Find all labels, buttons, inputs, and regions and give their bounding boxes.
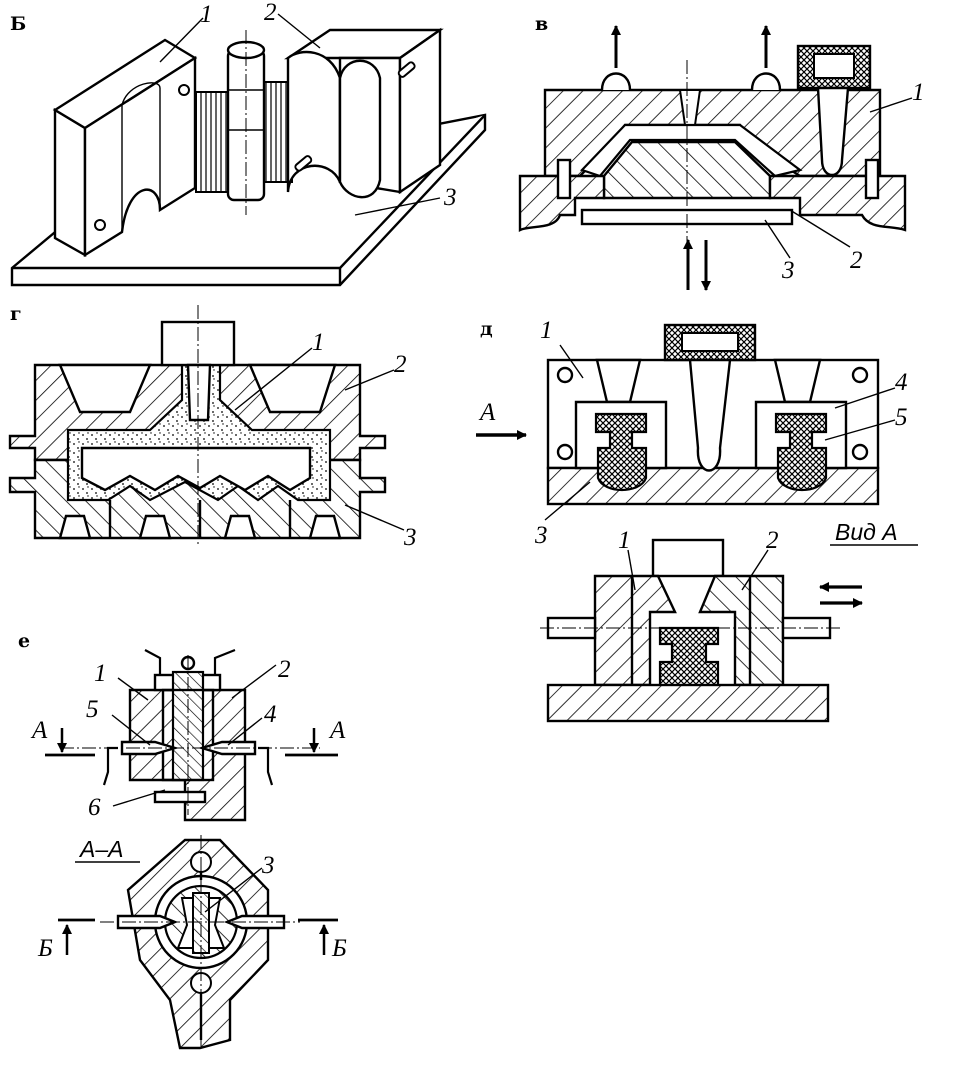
section-mark-a-left: А (30, 717, 48, 744)
panel-g-letter: г (10, 303, 22, 325)
leader-e3 (204, 867, 263, 913)
leader-b2 (277, 13, 321, 49)
section-mark-a-right: А (328, 717, 346, 744)
label-d-5: 5 (895, 404, 908, 431)
leader-b1 (159, 17, 204, 63)
label-e-4: 4 (264, 701, 277, 728)
panel-e: е А А 1 2 5 4 6 А–А (18, 630, 347, 1050)
section-title-aa: А–А (78, 836, 123, 862)
view-top-block (651, 538, 725, 578)
label-b-2: 2 (264, 0, 277, 26)
panel-g: г 1 2 3 (8, 303, 417, 551)
arrow-label-a: А (478, 399, 496, 426)
guide-pin-left (556, 158, 572, 200)
leader-d5 (824, 419, 896, 441)
mold-half-2 (284, 27, 444, 199)
panel-d: д А 1 4 5 3 Вид А (476, 317, 918, 723)
sprue-pin (816, 86, 850, 177)
label-e-2: 2 (278, 656, 291, 683)
casting-cavity-g (80, 446, 312, 492)
leader-v2 (789, 209, 851, 248)
view-base (546, 683, 830, 723)
label-e-3: 3 (261, 852, 275, 879)
label-d-3: 3 (534, 522, 548, 549)
label-v-1: 1 (912, 79, 925, 106)
label-g-2: 2 (394, 351, 407, 378)
label-g-1: 1 (312, 329, 325, 356)
leader-e6 (112, 789, 166, 807)
label-b-3: 3 (443, 184, 457, 211)
lifting-eye-left (600, 72, 632, 91)
label-e-6: 6 (88, 794, 101, 821)
leader-e2 (231, 664, 277, 699)
core-cylinder (226, 30, 266, 215)
leader-g1 (234, 347, 313, 411)
panel-v-letter: в (535, 13, 548, 35)
label-d-4: 4 (895, 369, 908, 396)
leader-e5 (111, 714, 151, 746)
lifting-eye-right (750, 72, 782, 91)
leader-va2 (741, 549, 769, 591)
part-right-5 (774, 412, 828, 491)
label-g-3: 3 (403, 524, 417, 551)
label-va-1: 1 (618, 527, 631, 554)
panel-d-letter: д (480, 318, 493, 340)
leader-g3 (344, 504, 405, 531)
leader-e1 (117, 677, 149, 701)
label-e-5: 5 (86, 696, 99, 723)
leader-e4 (227, 717, 263, 746)
section-mark-b-left: Б (37, 935, 53, 962)
guide-pin-right (864, 158, 880, 200)
view-a-title: Вид А (835, 519, 898, 545)
panel-b-letter: Б (10, 13, 26, 35)
label-b-1: 1 (200, 1, 213, 28)
leader-v1 (869, 97, 913, 113)
section-mark-b-right: Б (331, 935, 347, 962)
label-v-2: 2 (850, 247, 863, 274)
leader-d1 (559, 344, 584, 379)
flange-left (518, 174, 606, 232)
sprue-pin-d (688, 358, 732, 472)
label-va-2: 2 (766, 527, 779, 554)
leader-v3 (764, 219, 791, 259)
label-d-1: 1 (540, 317, 553, 344)
panel-v: в 1 2 3 (518, 13, 925, 291)
leader-va1 (627, 549, 636, 591)
leader-d3 (544, 481, 591, 521)
label-e-1: 1 (94, 660, 107, 687)
leader-d4 (834, 387, 896, 409)
part-left-5 (594, 412, 648, 491)
panel-b: Б (10, 0, 487, 287)
leader-g2 (344, 369, 395, 391)
label-v-3: 3 (781, 257, 795, 284)
leader-b3 (354, 197, 441, 216)
panel-e-letter: е (18, 630, 30, 652)
